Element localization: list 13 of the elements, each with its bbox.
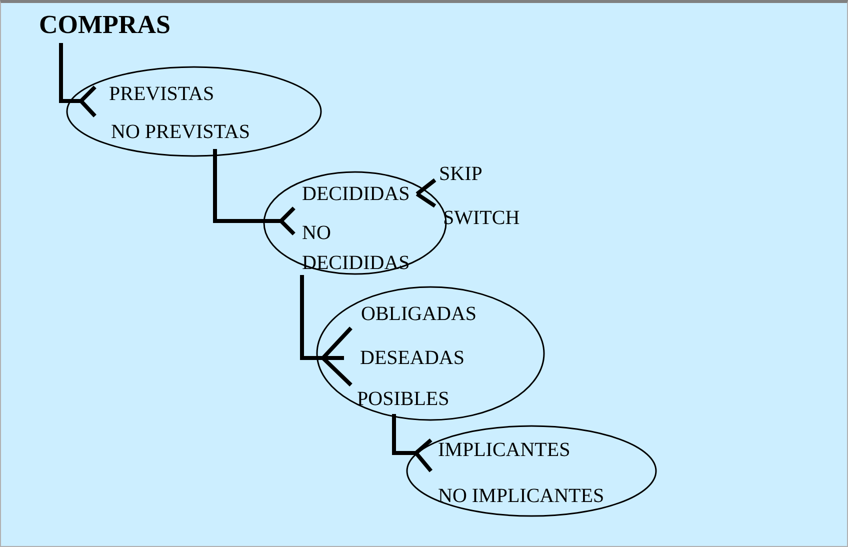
branch-label: OBLIGADAS: [351, 299, 511, 329]
branch-label: DESEADAS: [344, 343, 504, 373]
branch-label: SKIP: [435, 159, 505, 189]
branch-label: NO PREVISTAS: [95, 115, 285, 149]
branch-line: [416, 192, 436, 208]
branch-label: NO DECIDIDAS: [294, 221, 434, 275]
branch-label: NO IMPLICANTES: [431, 461, 631, 511]
heading: COMPRAS: [37, 7, 187, 43]
branch-label: DECIDIDAS: [294, 179, 418, 209]
branch-label: PREVISTAS: [95, 79, 225, 109]
branch-label: IMPLICANTES: [431, 439, 601, 461]
branch-line: [416, 178, 436, 196]
branch-label: POSIBLES: [351, 384, 481, 414]
